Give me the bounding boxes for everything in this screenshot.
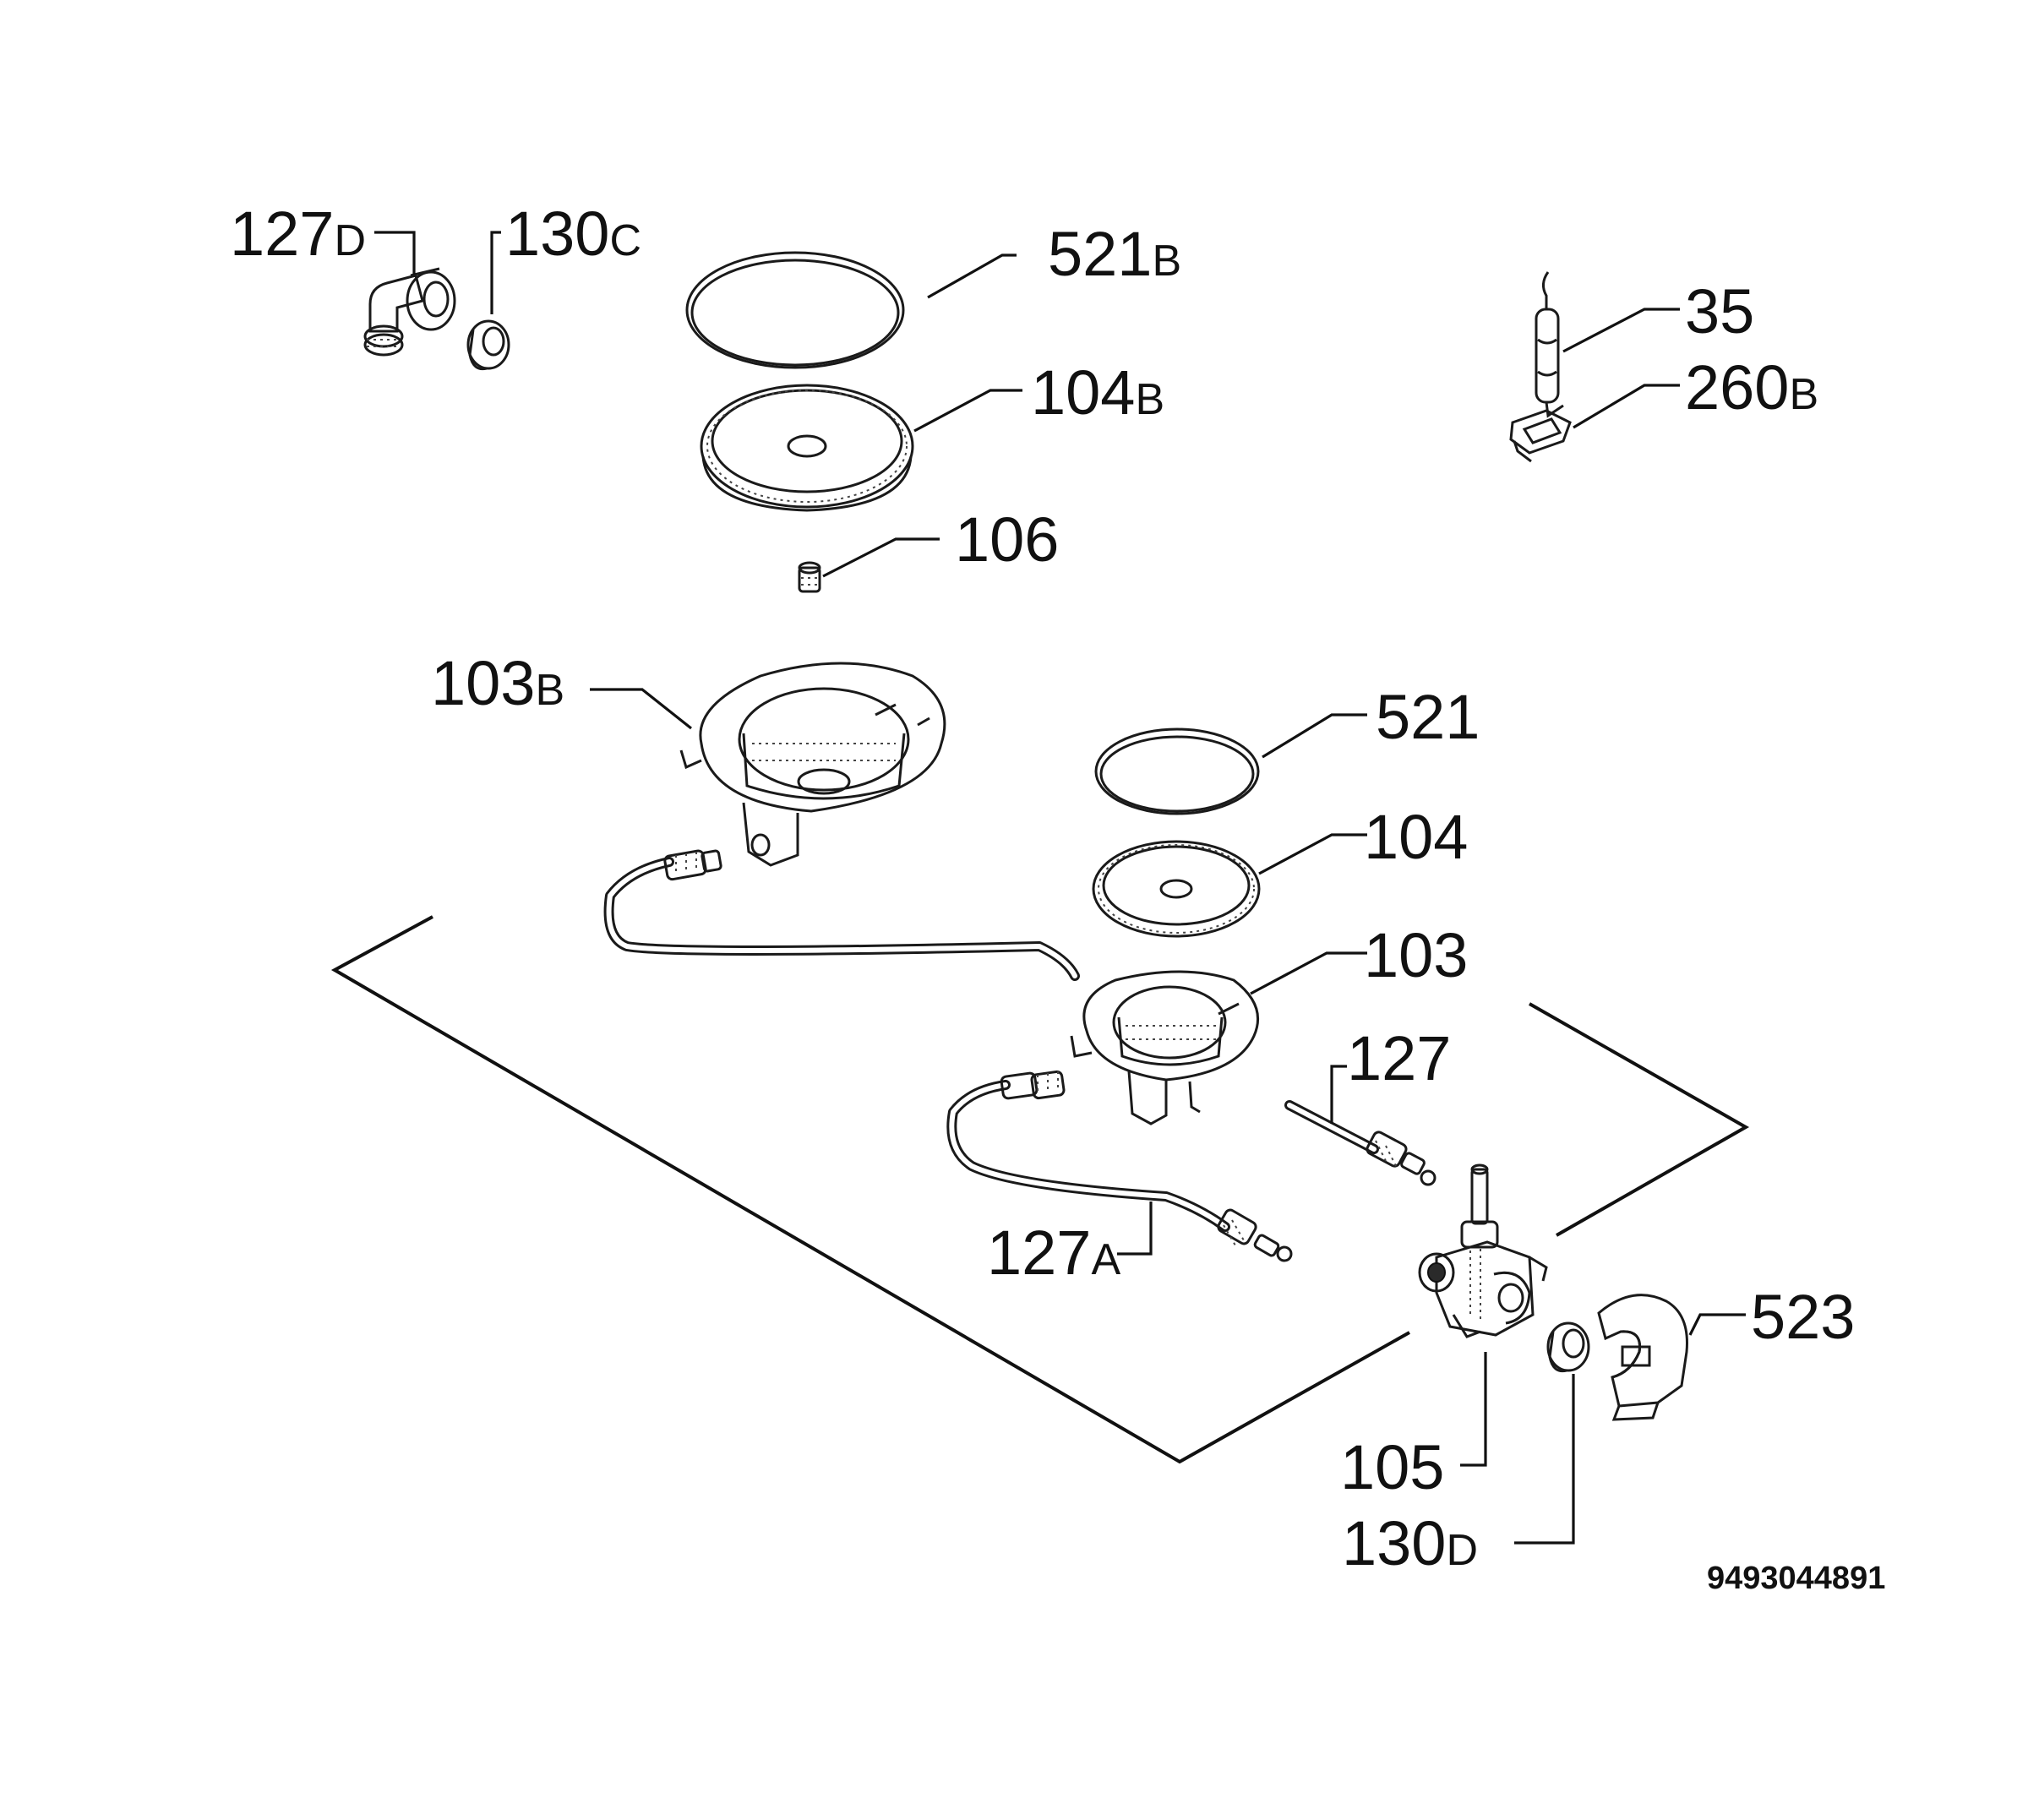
label-130c: 130C (505, 199, 641, 269)
part-130d-seal-ring (1546, 1321, 1590, 1373)
leader-lines (374, 231, 1746, 1545)
label-127a: 127A (987, 1218, 1120, 1288)
part-105-gas-valve (1418, 1163, 1548, 1338)
part-521b-large-burner-cap (685, 251, 905, 369)
label-521: 521 (1376, 682, 1480, 752)
part-103-small-burner-body (1070, 970, 1260, 1125)
label-104b: 104B (1031, 357, 1164, 428)
label-260b: 260B (1685, 352, 1818, 422)
diagram-code: 9493044891 (1707, 1561, 1885, 1596)
part-106-injector (798, 561, 821, 593)
label-127: 127 (1347, 1023, 1451, 1093)
part-130c-seal-ring (466, 319, 510, 371)
part-35-thermocouple (1535, 271, 1564, 418)
part-labels: 127D 130C 521B 104B 106 35 260B 103B 521… (230, 199, 1885, 1596)
label-106: 106 (955, 504, 1059, 575)
label-105: 105 (1340, 1432, 1444, 1502)
part-103b-large-burner-body (679, 662, 946, 867)
part-104-small-burner-crown (1092, 840, 1261, 938)
label-521b: 521B (1048, 219, 1181, 289)
part-127a-gas-tube (946, 1070, 1293, 1262)
part-gas-tube-large (603, 849, 1080, 981)
label-127d: 127D (230, 199, 366, 269)
part-521-small-burner-cap (1094, 727, 1260, 815)
part-127-gas-tube (1284, 1100, 1436, 1186)
label-35: 35 (1685, 276, 1754, 346)
part-523-valve-clamp (1597, 1294, 1688, 1421)
part-260b-spring-clip (1509, 409, 1572, 463)
hob-frame-outline (330, 915, 1750, 1464)
label-523: 523 (1751, 1282, 1855, 1352)
part-104b-large-burner-crown (700, 384, 914, 512)
label-103: 103 (1364, 920, 1468, 990)
part-127d-elbow-fitting (363, 267, 456, 357)
label-103b: 103B (431, 648, 564, 718)
label-130d: 130D (1342, 1508, 1478, 1578)
label-104: 104 (1364, 802, 1468, 872)
